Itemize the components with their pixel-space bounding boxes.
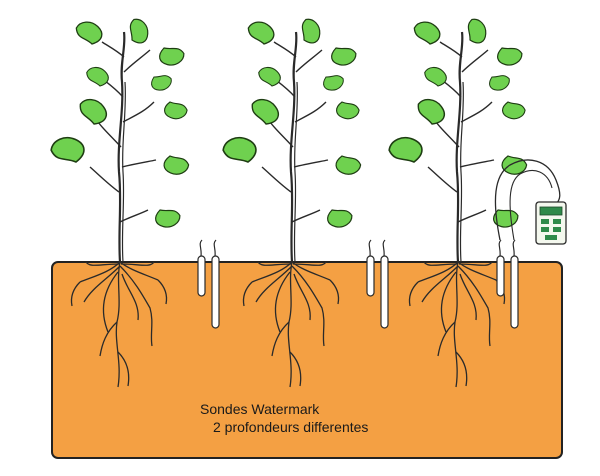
watermark-meter-icon	[535, 201, 567, 245]
caption-title: Sondes Watermark	[200, 401, 320, 417]
soil-block	[51, 261, 563, 459]
meter-cable	[494, 159, 561, 241]
caption-subtitle: 2 profondeurs differentes	[213, 419, 369, 435]
